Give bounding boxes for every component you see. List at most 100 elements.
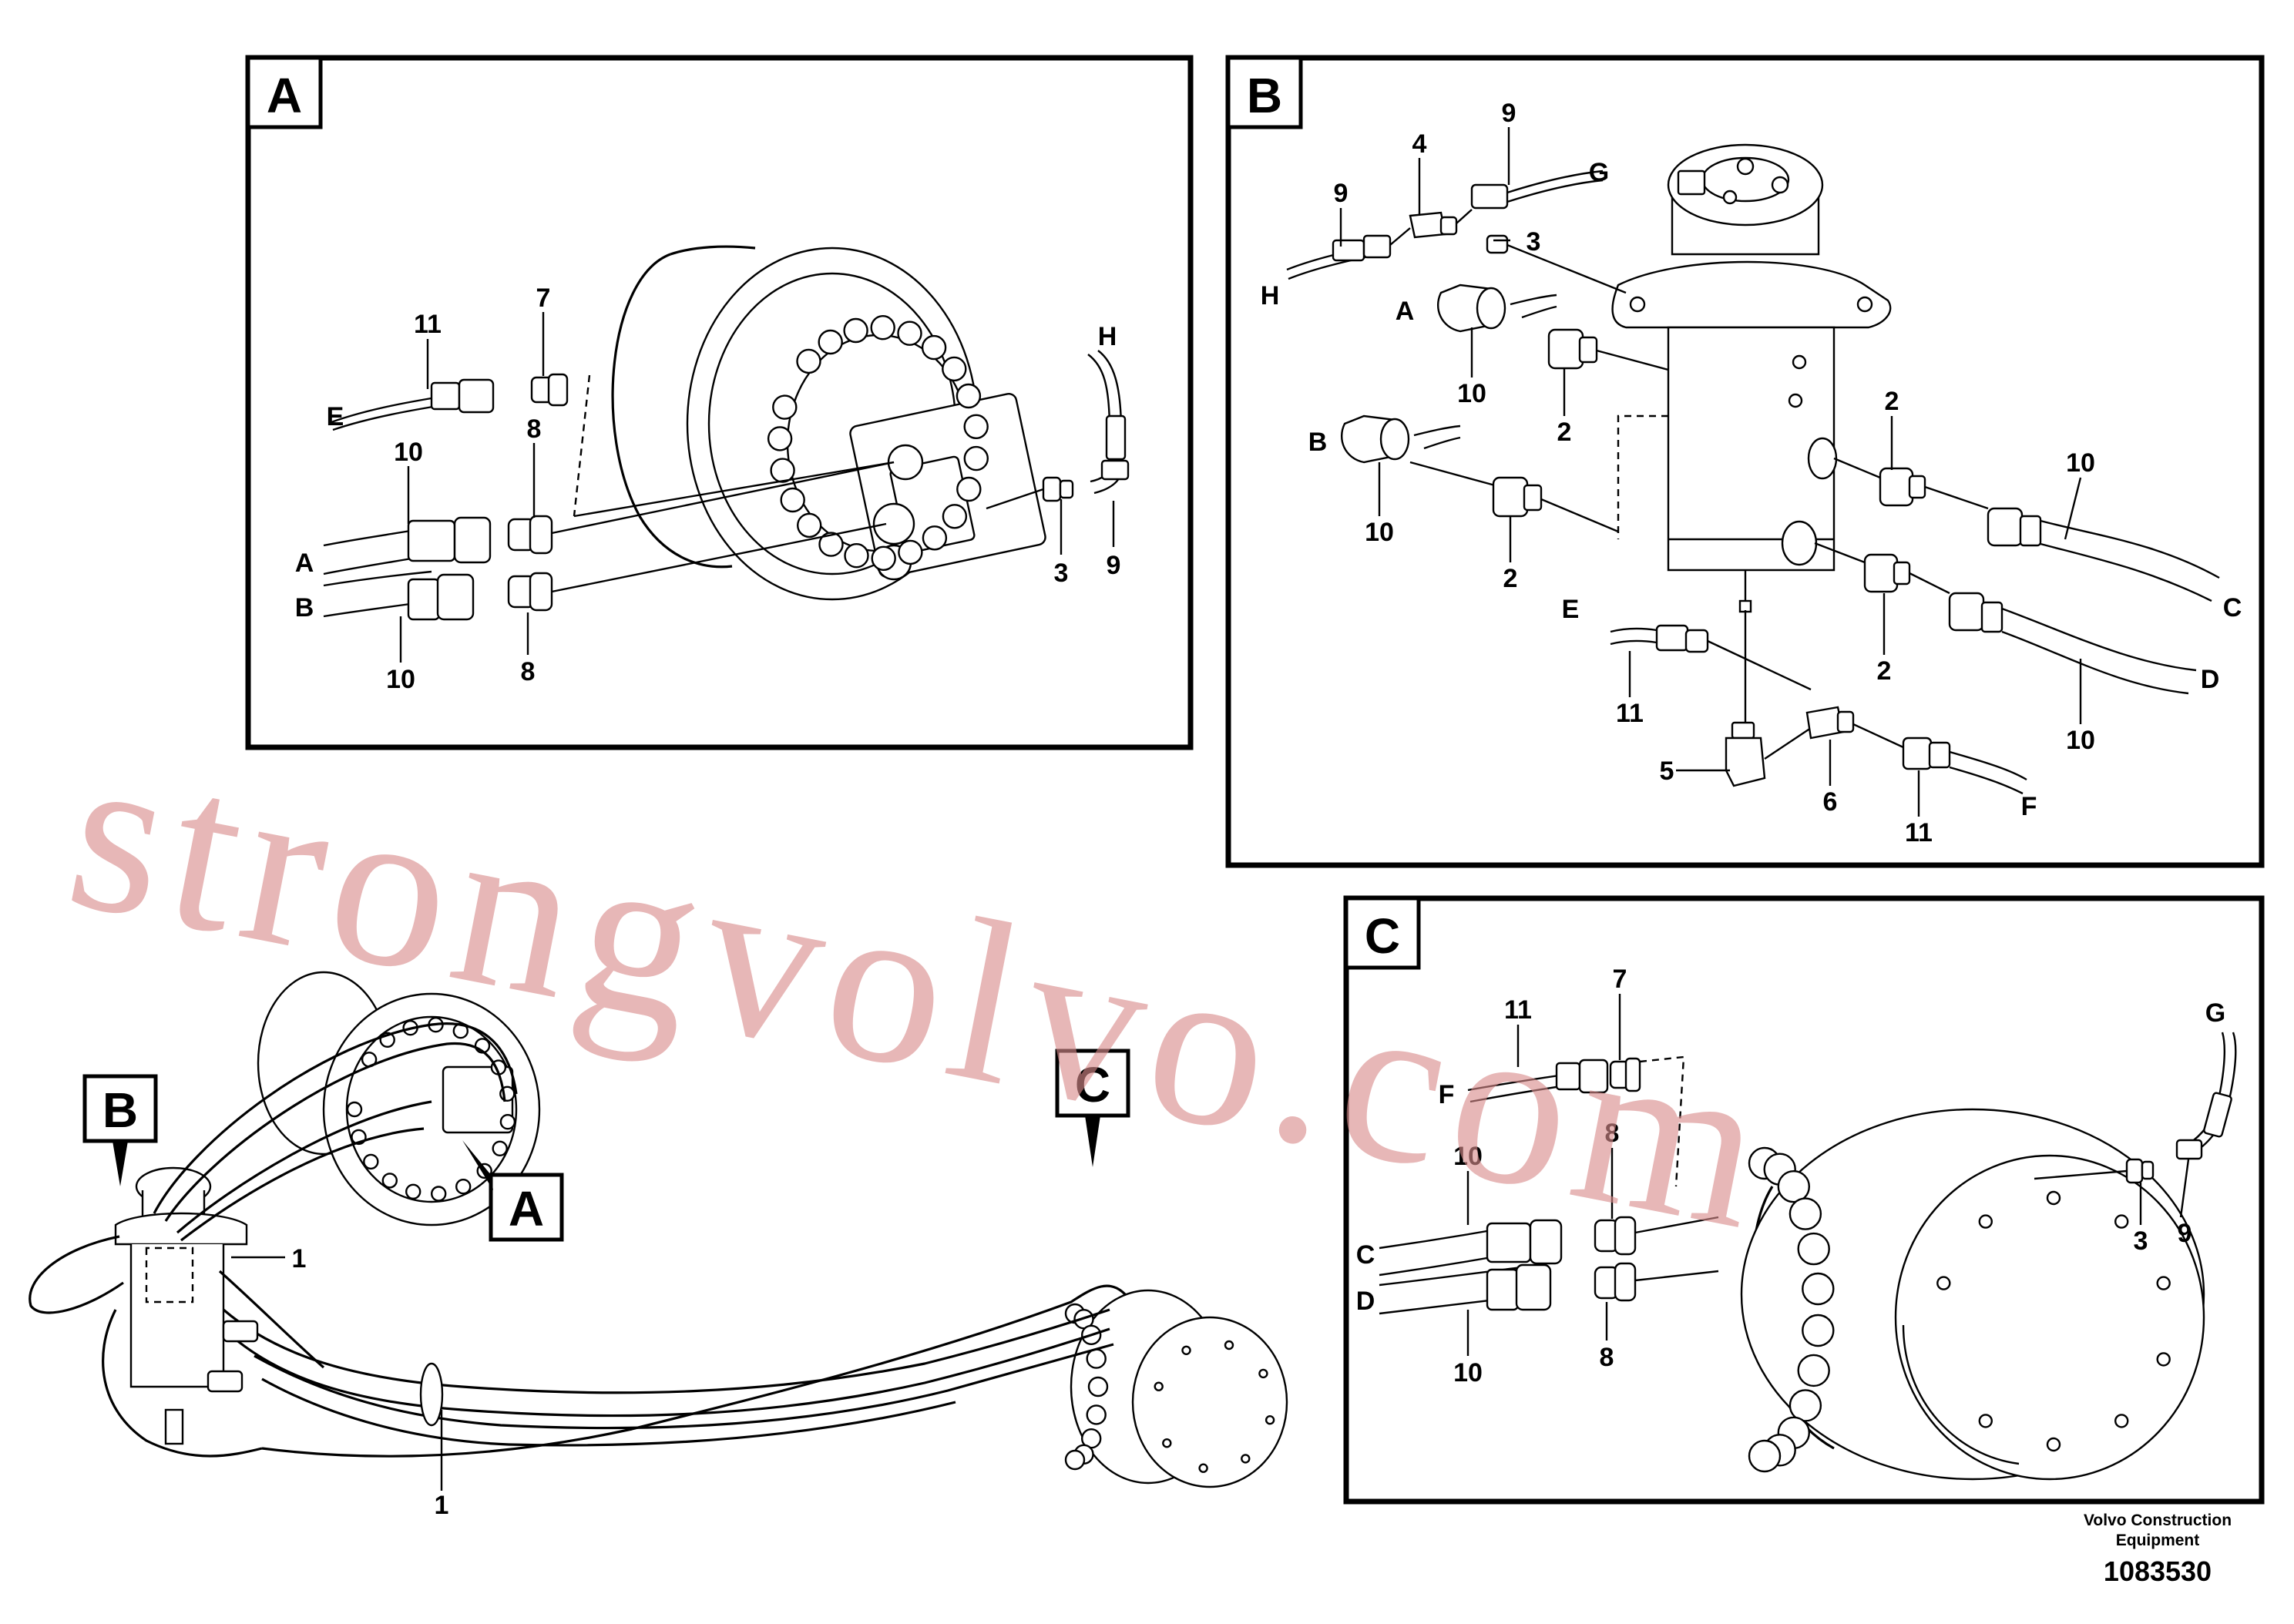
bolt-icon bbox=[1789, 1389, 1822, 1422]
label-b-3: 3 bbox=[1527, 227, 1541, 257]
bolt-icon bbox=[1086, 1404, 1107, 1425]
panel-b: B bbox=[1225, 55, 2265, 868]
bolt-icon bbox=[1797, 1232, 1830, 1266]
bolt-icon bbox=[1978, 1214, 1993, 1229]
bolt-icon bbox=[2046, 1437, 2061, 1452]
label-b-f: F bbox=[2021, 792, 2037, 821]
label-a-9: 9 bbox=[1107, 551, 1121, 580]
bolt-icon bbox=[780, 487, 805, 513]
bolt-icon bbox=[1087, 1376, 1109, 1398]
label-b-9-right: 9 bbox=[1502, 99, 1516, 128]
label-c-10-bottom: 10 bbox=[1453, 1358, 1483, 1387]
bolt-icon bbox=[1789, 1197, 1822, 1230]
label-c-8-top: 8 bbox=[1605, 1119, 1620, 1148]
bolt-icon bbox=[1978, 1414, 1993, 1428]
label-c-3: 3 bbox=[2134, 1226, 2148, 1256]
overview-assembly: B A C 1 1 bbox=[29, 971, 1288, 1520]
label-a-8-bottom: 8 bbox=[521, 657, 536, 686]
label-a-3: 3 bbox=[1054, 559, 1069, 588]
label-b-b: B bbox=[1308, 428, 1328, 457]
bolt-icon bbox=[1224, 1340, 1234, 1351]
bolt-icon bbox=[1748, 1439, 1782, 1473]
label-a-a: A bbox=[295, 549, 314, 578]
bolt-icon bbox=[1797, 1354, 1830, 1387]
label-c-8-bottom: 8 bbox=[1600, 1343, 1614, 1372]
labels-a: 11 7 E 10 8 A B 10 8 H 3 9 bbox=[295, 284, 1121, 694]
footer-company-line2: Equipment bbox=[2116, 1532, 2200, 1549]
label-b-e: E bbox=[1562, 595, 1580, 624]
panel-b-tag-box bbox=[1226, 55, 1303, 129]
bolt-icon bbox=[922, 525, 948, 551]
bolt-icon bbox=[363, 1153, 379, 1170]
bolt-icon bbox=[871, 545, 896, 571]
label-b-a: A bbox=[1396, 297, 1415, 326]
bolt-icon bbox=[1162, 1438, 1172, 1448]
bolt-icon bbox=[492, 1140, 508, 1157]
label-c-c: C bbox=[1356, 1240, 1375, 1270]
bolt-icon bbox=[956, 476, 982, 502]
bolt-icon bbox=[942, 356, 967, 382]
bolt-icon bbox=[1777, 1169, 1811, 1203]
bolt-icon bbox=[818, 329, 843, 355]
overview-label-1-lower: 1 bbox=[435, 1491, 449, 1520]
bolt-icon bbox=[1936, 1276, 1951, 1290]
label-b-2-d: 2 bbox=[1877, 656, 1892, 686]
bolt-icon bbox=[942, 504, 968, 529]
bolt-icon bbox=[2156, 1276, 2171, 1290]
overview-label-1-upper: 1 bbox=[292, 1244, 307, 1273]
bolt-icon bbox=[2156, 1352, 2171, 1367]
hoses-a bbox=[323, 350, 1130, 621]
bolt-icon bbox=[963, 445, 989, 471]
overview-tag-a-group: A bbox=[462, 1140, 564, 1242]
bolt-icon bbox=[770, 458, 795, 483]
label-b-11-b: 11 bbox=[1905, 818, 1933, 847]
labels-c: 11 7 F G 10 8 C D 10 8 3 9 bbox=[1356, 965, 2226, 1387]
overview-tag-a: A bbox=[509, 1181, 544, 1236]
label-b-6: 6 bbox=[1823, 787, 1838, 817]
bolt-icon bbox=[1802, 1272, 1835, 1306]
overview-tag-b-group: B bbox=[82, 1074, 158, 1186]
footer-part-number: 1083530 bbox=[2104, 1555, 2212, 1587]
label-c-g: G bbox=[2205, 998, 2225, 1028]
label-c-d: D bbox=[1356, 1287, 1375, 1316]
footer-company-line1: Volvo Construction bbox=[2084, 1512, 2232, 1529]
labels-b: 9 4 9 G H 3 A 10 2 B 10 2 2 10 C 2 D 10 … bbox=[1261, 99, 2242, 847]
label-b-2-c: 2 bbox=[1885, 387, 1899, 416]
bolt-icon bbox=[963, 414, 989, 439]
overview-tag-c: C bbox=[1075, 1057, 1110, 1112]
overview-tag-a-box bbox=[489, 1173, 564, 1242]
bolt-icon bbox=[870, 315, 895, 341]
bolt-icon bbox=[1198, 1463, 1208, 1473]
panel-b-tag: B bbox=[1247, 68, 1282, 123]
bolt-icon bbox=[1241, 1454, 1251, 1464]
panel-a-tag-box bbox=[246, 55, 323, 129]
bolt-icon bbox=[1154, 1381, 1164, 1391]
panel-a-tag: A bbox=[267, 68, 302, 123]
label-b-4: 4 bbox=[1412, 129, 1427, 159]
bolt-icon bbox=[1258, 1368, 1268, 1379]
label-c-11: 11 bbox=[1504, 995, 1532, 1025]
label-b-c: C bbox=[2223, 593, 2242, 622]
label-b-10-a: 10 bbox=[1457, 379, 1486, 408]
bolt-icon bbox=[796, 512, 822, 539]
label-b-d: D bbox=[2201, 665, 2220, 694]
footer: Volvo Construction Equipment 1083530 bbox=[2084, 1512, 2232, 1587]
bolt-icon bbox=[921, 334, 947, 361]
bolt-icon bbox=[381, 1173, 398, 1189]
label-b-10-b: 10 bbox=[1365, 518, 1394, 547]
panel-c-tag-box bbox=[1344, 896, 1421, 970]
label-c-f: F bbox=[1439, 1080, 1455, 1109]
overview-tag-c-box bbox=[1055, 1049, 1130, 1118]
bolt-icon bbox=[956, 383, 982, 409]
overview-tag-b-box bbox=[82, 1074, 158, 1143]
label-a-7: 7 bbox=[536, 284, 551, 313]
label-a-11: 11 bbox=[414, 310, 442, 339]
label-c-9: 9 bbox=[2178, 1219, 2192, 1248]
label-b-9-left: 9 bbox=[1334, 179, 1349, 208]
bolt-icon bbox=[499, 1113, 516, 1130]
label-b-11-a: 11 bbox=[1616, 699, 1644, 728]
label-a-10-top: 10 bbox=[394, 438, 423, 467]
label-b-10-d: 10 bbox=[2066, 726, 2095, 755]
